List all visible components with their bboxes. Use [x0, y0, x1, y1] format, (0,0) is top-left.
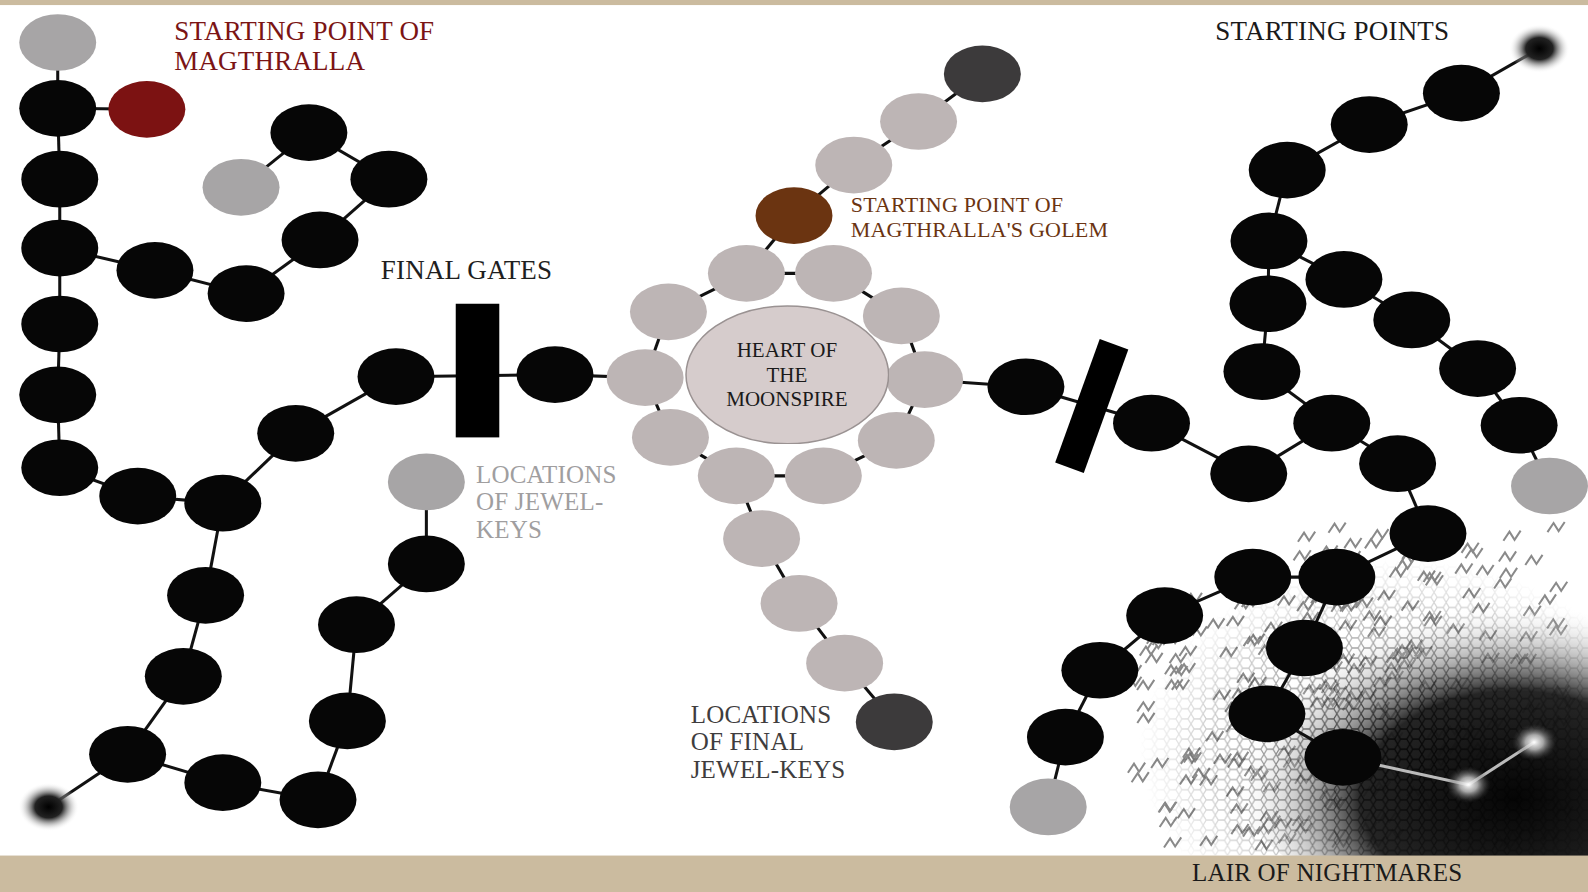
- map-location: [708, 245, 785, 302]
- map-location: [184, 754, 261, 811]
- map-location: [1214, 549, 1291, 606]
- map-location: [1126, 587, 1203, 644]
- map-location: [1359, 435, 1436, 492]
- map-location: [108, 81, 185, 138]
- map-location: [1373, 292, 1450, 349]
- map-label: LOCATIONS OF JEWEL-KEYS: [476, 461, 636, 544]
- map-label: STARTING POINT OF MAGTHRALLA'S GOLEM: [851, 193, 1151, 241]
- heart-node: HEART OF THE MOONSPIRE: [685, 305, 890, 445]
- map-label: LAIR OF NIGHTMARES: [1192, 859, 1462, 887]
- map-location: [856, 694, 933, 751]
- map-location: [698, 448, 775, 505]
- map-location: [1229, 275, 1306, 332]
- map-location: [21, 220, 98, 277]
- map-location: [1249, 142, 1326, 199]
- map-location: [944, 46, 1021, 103]
- map-location: [116, 242, 193, 299]
- lair-mesh: [1114, 506, 1588, 855]
- map-location: [863, 288, 940, 345]
- map-location: [203, 159, 280, 216]
- map-location: [806, 635, 883, 692]
- map-location: [19, 367, 96, 424]
- map-location: [987, 358, 1064, 415]
- map-location: [1293, 395, 1370, 452]
- map-location: [388, 454, 465, 511]
- map-location: [388, 536, 465, 593]
- map-label: STARTING POINTS: [1215, 17, 1449, 47]
- map-location: [886, 351, 963, 408]
- map-location: [1511, 458, 1588, 515]
- map-location: [1439, 340, 1516, 397]
- map-location: [184, 475, 261, 532]
- map-location: [1230, 213, 1307, 270]
- map-location: [630, 283, 707, 340]
- map-location: [1512, 724, 1557, 760]
- map-location: [1210, 445, 1287, 502]
- map-location: [309, 693, 386, 750]
- map-location: [19, 14, 96, 71]
- map-location: [1390, 505, 1467, 562]
- map-location: [785, 448, 862, 505]
- map-location: [18, 783, 79, 832]
- map-location: [1266, 620, 1343, 677]
- map-location: [280, 772, 357, 829]
- map-location: [21, 151, 98, 208]
- map-location: [1481, 397, 1558, 454]
- map-label: LOCATIONS OF FINAL JEWEL-KEYS: [691, 701, 863, 784]
- map-location: [1010, 779, 1087, 836]
- map-label: STARTING POINT OF MAGTHRALLA: [174, 17, 504, 76]
- map-location: [270, 104, 347, 161]
- map-location: [282, 212, 359, 269]
- map-location: [1304, 729, 1381, 786]
- map-location: [1027, 709, 1104, 766]
- map-location: [815, 137, 892, 194]
- map-location: [1446, 766, 1491, 802]
- map-location: [1509, 24, 1570, 73]
- map-location: [145, 648, 222, 705]
- map-location: [99, 468, 176, 525]
- map-location: [1298, 549, 1375, 606]
- map-location: [318, 596, 395, 653]
- map-location: [21, 296, 98, 353]
- map-location: [880, 93, 957, 150]
- map-location: [632, 409, 709, 466]
- map-location: [1223, 343, 1300, 400]
- map-location: [756, 187, 833, 244]
- map-label: FINAL GATES: [381, 256, 552, 286]
- map-location: [358, 348, 435, 405]
- map-location: [1305, 251, 1382, 308]
- map-location: [167, 567, 244, 624]
- map-location: [761, 575, 838, 632]
- map-location: [89, 726, 166, 783]
- map-location: [21, 439, 98, 496]
- map-location: [1113, 395, 1190, 452]
- map-location: [1228, 685, 1305, 742]
- map-location: [858, 412, 935, 469]
- map-location: [19, 80, 96, 137]
- map-location: [1331, 96, 1408, 153]
- map-location: [723, 510, 800, 567]
- map-location: [795, 245, 872, 302]
- map-location: [517, 346, 594, 403]
- map-location: [1061, 642, 1138, 699]
- map-location: [1423, 65, 1500, 122]
- map-location: [607, 349, 684, 406]
- map-location: [350, 151, 427, 208]
- map-location: [257, 405, 334, 462]
- heart-ellipse: [686, 306, 889, 444]
- map-location: [208, 265, 285, 322]
- node-title: HEART OF THE MOONSPIRE: [722, 338, 852, 410]
